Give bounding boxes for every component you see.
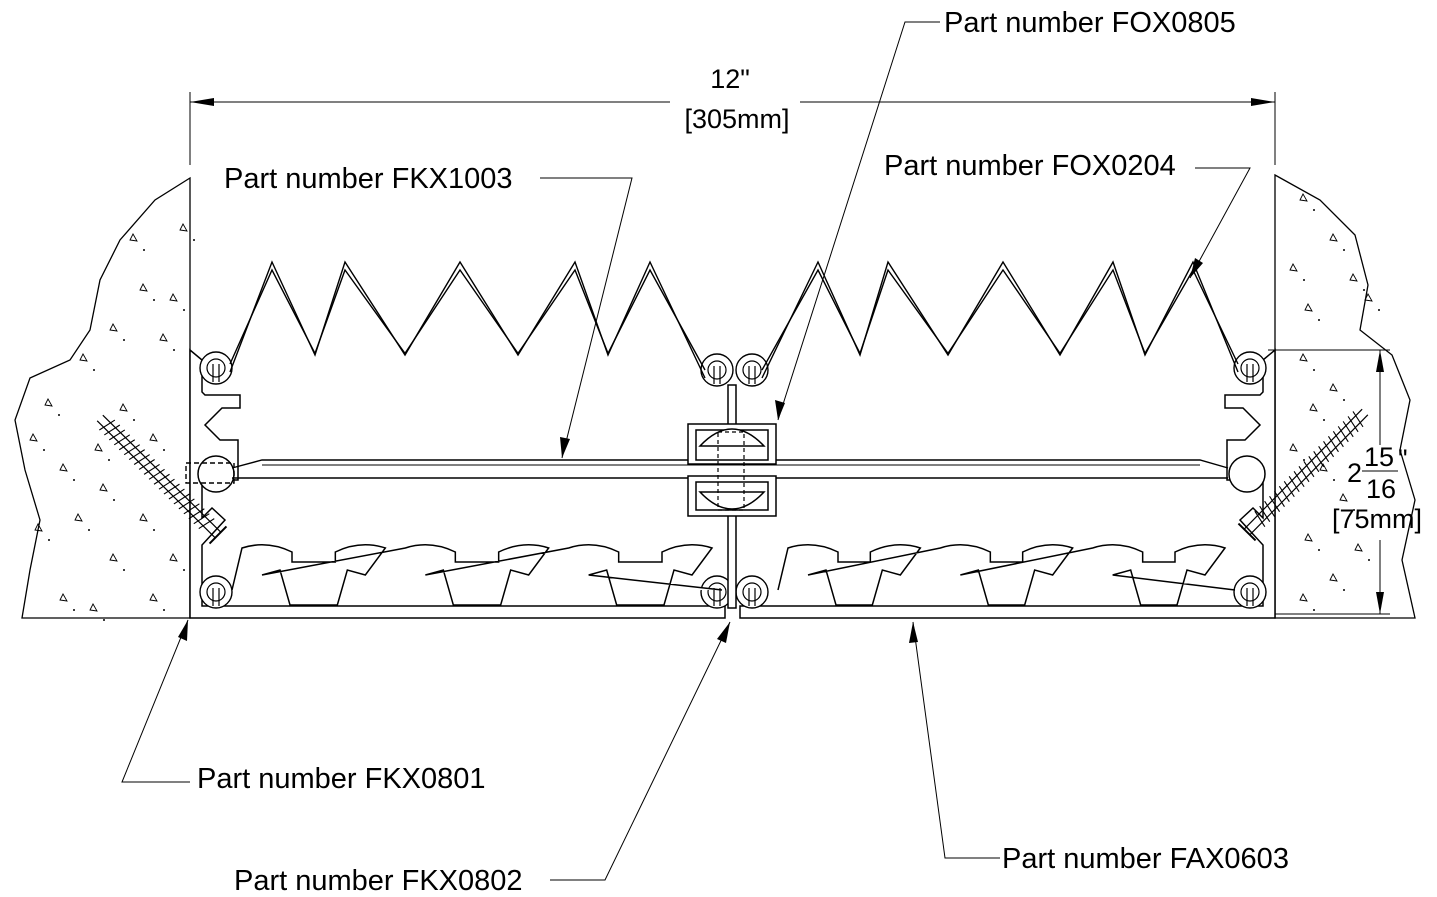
height-inch-mark: " — [1398, 444, 1408, 474]
concrete-right — [1274, 173, 1416, 619]
left-frame-profile — [185, 348, 726, 619]
bellows-seal — [229, 260, 1239, 379]
center-clamp — [687, 423, 777, 517]
height-denominator: 16 — [1366, 474, 1396, 504]
concrete-aggregate-pattern — [29, 193, 1380, 621]
label-fox0805: Part number FOX0805 — [944, 7, 1236, 39]
height-whole: 2 — [1347, 458, 1362, 488]
right-frame-profile — [739, 348, 1276, 619]
concrete-left — [14, 176, 191, 619]
height-dimension: 2 15 16 " [75mm] — [1268, 349, 1422, 615]
width-inches: 12" — [710, 64, 750, 94]
height-numerator: 15 — [1364, 442, 1394, 472]
width-mm: [305mm] — [684, 104, 789, 134]
label-fkx0802: Part number FKX0802 — [234, 865, 523, 897]
leader-lines — [121, 21, 1251, 881]
label-fkx0801: Part number FKX0801 — [197, 763, 486, 795]
anchor-screw-left — [96, 414, 228, 545]
label-fax0603: Part number FAX0603 — [1002, 843, 1289, 875]
base-plates — [231, 544, 1236, 606]
label-fkx1003: Part number FKX1003 — [224, 163, 513, 195]
label-fox0204: Part number FOX0204 — [884, 150, 1176, 182]
height-mm: [75mm] — [1332, 504, 1422, 534]
anchor-screw-right — [1237, 408, 1369, 542]
